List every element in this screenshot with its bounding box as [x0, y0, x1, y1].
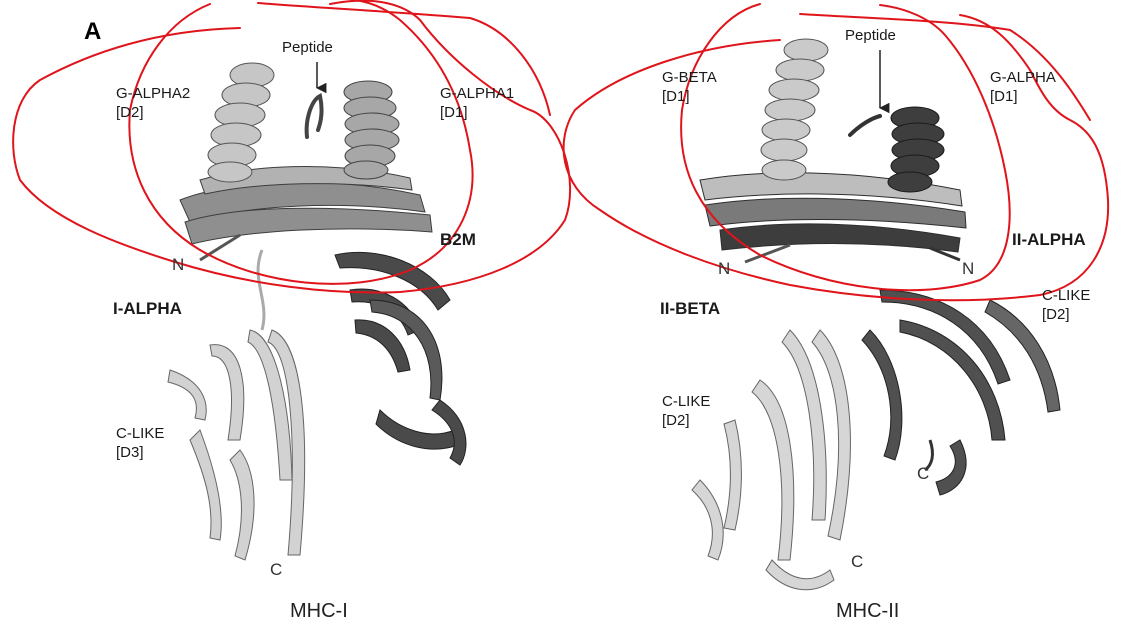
- mhc-i-structure: [168, 63, 466, 560]
- mhc-i-g-alpha1-tag: [D1]: [440, 103, 514, 122]
- mhc-i-c-like-tag: [D3]: [116, 443, 164, 462]
- mhc-ii-structure: [692, 39, 1060, 590]
- mhc-ii-beta-c-like-tag: [D2]: [662, 411, 710, 430]
- mhc-ii-alpha-c-like-domain: [862, 290, 1060, 495]
- mhc-i-g-alpha1-name: G-ALPHA1: [440, 84, 514, 103]
- mhc-ii-ii-beta-label: II-BETA: [660, 299, 720, 318]
- mhc-i-peptide-label: Peptide: [282, 38, 333, 57]
- mhc-ii-g-alpha-tag: [D1]: [990, 87, 1056, 106]
- mhc-i-c-like-label: C-LIKE [D3]: [116, 424, 164, 462]
- mhc-ii-g-alpha-name: G-ALPHA: [990, 68, 1056, 87]
- mhc-ii-g-beta-name: G-BETA: [662, 68, 717, 87]
- mhc-i-peptide-ribbon: [307, 96, 322, 137]
- mhc-i-c-like-d3-domain: [168, 330, 305, 560]
- mhc-i-b2m-label: B2M: [440, 230, 476, 249]
- mhc-i-g-alpha2-tag: [D2]: [116, 103, 190, 122]
- mhc-i-b2m-domain: [335, 252, 466, 465]
- mhc-ii-g-beta-tag: [D1]: [662, 87, 717, 106]
- mhc-ii-ii-alpha-label: II-ALPHA: [1012, 230, 1086, 249]
- mhc-i-c-terminus-label: C: [270, 560, 282, 579]
- mhc-i-title: MHC-I: [290, 602, 348, 621]
- mhc-ii-beta-c-like-domain: [692, 330, 850, 590]
- mhc-ii-beta-c-like-label: C-LIKE [D2]: [662, 392, 710, 430]
- mhc-ii-c-terminus-bottom-label: C: [851, 552, 863, 571]
- mhc-i-n-terminus-label: N: [172, 255, 184, 274]
- mhc-ii-alpha-c-like-name: C-LIKE: [1042, 286, 1090, 305]
- mhc-ii-n-terminus-right-label: N: [962, 259, 974, 278]
- panel-letter: A: [84, 22, 101, 41]
- mhc-ii-peptide-ribbon: [850, 116, 880, 135]
- mhc-i-g-alpha2-label: G-ALPHA2 [D2]: [116, 84, 190, 122]
- mhc-ii-g-alpha-label: G-ALPHA [D1]: [990, 68, 1056, 106]
- mhc-ii-c-terminus-label: C: [917, 464, 929, 483]
- mhc-i-c-like-name: C-LIKE: [116, 424, 164, 443]
- mhc-ii-n-terminus-left-label: N: [718, 259, 730, 278]
- mhc-i-i-alpha-label: I-ALPHA: [113, 299, 182, 318]
- mhc-ii-title: MHC-II: [836, 602, 899, 621]
- mhc-i-g-alpha2-name: G-ALPHA2: [116, 84, 190, 103]
- mhc-i-loop: [258, 250, 264, 330]
- mhc-ii-g-beta-label: G-BETA [D1]: [662, 68, 717, 106]
- mhc-ii-alpha-c-like-tag: [D2]: [1042, 305, 1090, 324]
- mhc-i-alpha2-helix: [208, 63, 274, 182]
- mhc-i-alpha1-helix: [344, 81, 399, 179]
- mhc-ii-beta-c-like-name: C-LIKE: [662, 392, 710, 411]
- mhc-ii-beta-helix: [761, 39, 828, 180]
- mhc-ii-alpha-helix: [888, 107, 944, 192]
- mhc-ii-peptide-label: Peptide: [845, 26, 896, 45]
- mhc-i-g-alpha1-label: G-ALPHA1 [D1]: [440, 84, 514, 122]
- mhc-ii-alpha-c-like-label: C-LIKE [D2]: [1042, 286, 1090, 324]
- red-circle-mhc-ii-outer: [564, 15, 1109, 300]
